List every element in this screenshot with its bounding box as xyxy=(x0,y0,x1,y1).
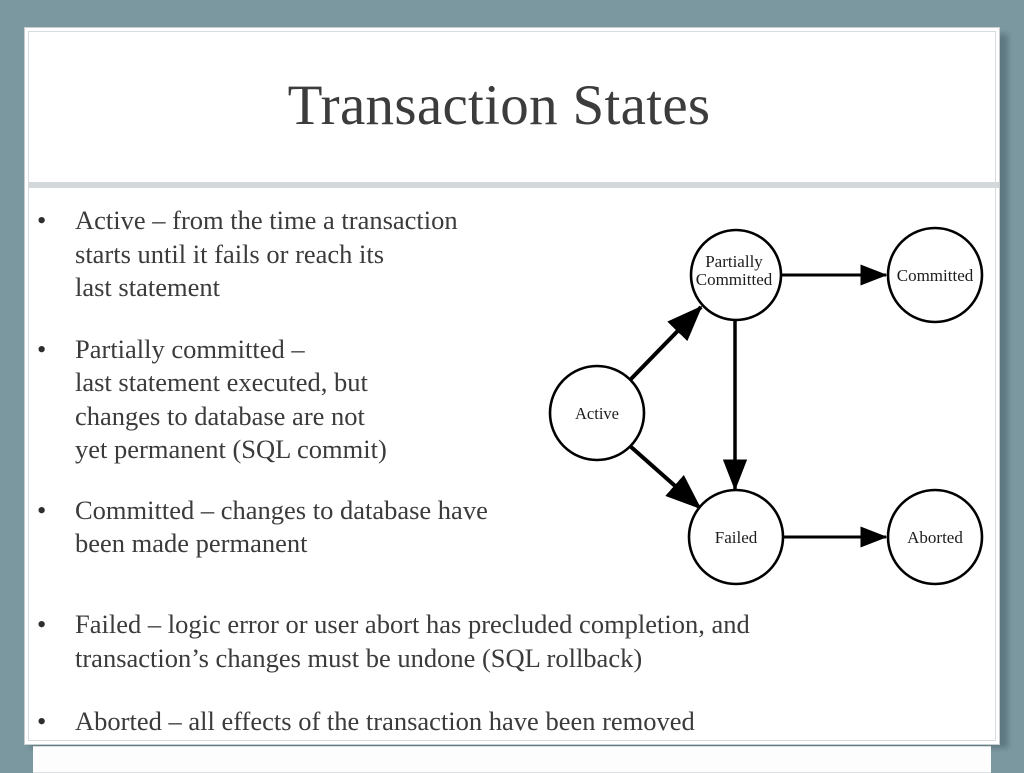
state-node-active[interactable]: Active xyxy=(548,364,646,462)
list-item-line: changes to database are not xyxy=(75,400,365,431)
state-node-label-partially-1: Partially xyxy=(705,252,763,271)
state-node-committed[interactable]: Committed xyxy=(886,226,984,324)
bullet-marker-icon: • xyxy=(37,609,47,639)
list-item-line: Committed – changes to database have xyxy=(75,494,488,525)
list-item: • Aborted – all effects of the transacti… xyxy=(33,705,983,739)
bullet-marker-icon: • xyxy=(37,706,47,736)
edge-active-to-failed xyxy=(628,444,702,510)
state-node-failed[interactable]: Failed xyxy=(687,488,785,586)
bullet-marker-icon: • xyxy=(37,205,47,235)
state-edges xyxy=(628,264,888,548)
state-node-label-committed: Committed xyxy=(897,266,974,285)
list-item-line: transaction’s changes must be undone (SQ… xyxy=(75,642,643,673)
list-item: • Committed – changes to database have b… xyxy=(33,494,633,561)
state-node-label-active: Active xyxy=(575,404,619,423)
list-item-line: last statement xyxy=(75,272,220,302)
state-nodes: Active Partially Committed Committed Fai… xyxy=(548,226,984,586)
bullet-list-wide: • Failed – logic error or user abort has… xyxy=(33,608,983,739)
list-item-line: last statement executed, but xyxy=(75,367,368,397)
transaction-state-diagram: Active Partially Committed Committed Fai… xyxy=(529,217,1009,607)
slide: Transaction States • Active – from the t… xyxy=(24,27,1000,773)
bullet-marker-icon: • xyxy=(37,333,47,364)
page-title: Transaction States xyxy=(287,74,711,137)
list-item-line: Aborted – all effects of the transaction… xyxy=(75,706,695,736)
bullet-marker-icon: • xyxy=(37,494,47,525)
list-item: • Partially committed – last statement e… xyxy=(33,333,633,467)
bullet-list-left: • Active – from the time a transaction s… xyxy=(33,204,633,561)
slide-footer-band xyxy=(33,747,991,773)
state-node-label-partially-2: Committed xyxy=(696,270,773,289)
title-divider xyxy=(29,182,999,188)
list-item-line: Failed – logic error or user abort has p… xyxy=(75,609,750,639)
bottom-divider xyxy=(33,746,991,747)
list-item: • Active – from the time a transaction s… xyxy=(33,204,633,305)
state-node-aborted[interactable]: Aborted xyxy=(886,488,984,586)
title-area: Transaction States xyxy=(29,32,1001,180)
list-item-line: Partially committed – xyxy=(75,333,305,364)
state-node-label-failed: Failed xyxy=(715,528,758,547)
list-item: • Failed – logic error or user abort has… xyxy=(33,608,983,675)
list-item-line: yet permanent (SQL commit) xyxy=(75,434,387,464)
state-node-partially-committed[interactable]: Partially Committed xyxy=(689,228,783,322)
list-item-line: starts until it fails or reach its xyxy=(75,238,385,269)
list-item-line: Active – from the time a transaction xyxy=(75,205,458,235)
state-diagram-svg: Active Partially Committed Committed Fai… xyxy=(548,226,984,586)
slide-inner-frame: Transaction States • Active – from the t… xyxy=(28,31,999,773)
state-node-label-aborted: Aborted xyxy=(907,528,963,547)
list-item-line: been made permanent xyxy=(75,528,308,558)
edge-active-to-partially xyxy=(628,305,703,382)
